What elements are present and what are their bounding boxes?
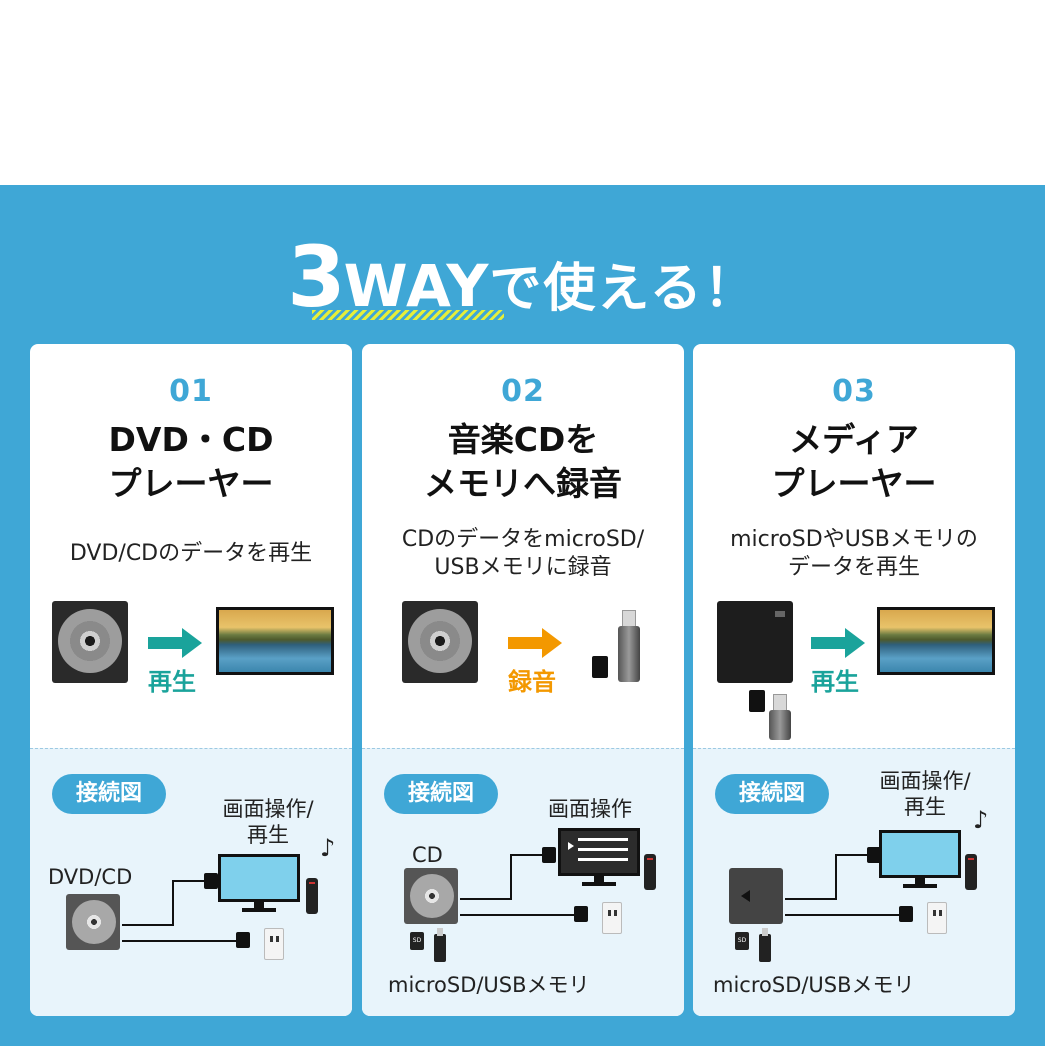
microsd-card-icon	[592, 656, 608, 678]
top-whitespace	[0, 0, 1045, 185]
headline-rest: で使える！	[489, 259, 758, 319]
player-disc-icon	[402, 601, 478, 683]
player-disc-icon-small	[66, 894, 120, 950]
microsd-card-icon: SD	[410, 932, 424, 950]
microsd-card-icon: SD	[735, 932, 749, 950]
media-player-icon-small	[729, 868, 783, 924]
diagram-top-label: 画面操作/ 再生	[879, 769, 971, 819]
outlet-icon	[264, 928, 284, 960]
power-plug-icon	[236, 932, 250, 948]
card-title-line1: 音楽CDを	[447, 420, 599, 459]
diagram-left-label: DVD/CD	[48, 865, 133, 889]
music-note-icon: ♪	[320, 834, 336, 862]
headline-underline	[312, 310, 504, 320]
connection-diagram-badge: 接続図	[52, 774, 166, 814]
diagram-bottom-label: microSD/USBメモリ	[713, 973, 915, 997]
cable-line	[785, 898, 837, 900]
usb-stick-icon	[759, 928, 771, 962]
card-cd-to-memory: 02 音楽CDを メモリへ録音 CDのデータをmicroSD/ USBメモリに録…	[362, 344, 684, 1016]
hdmi-plug-icon	[542, 847, 556, 863]
diagram-left-label: CD	[412, 843, 443, 867]
card-title-line2: プレーヤー	[108, 464, 274, 503]
cable-line	[460, 914, 580, 916]
card-description-line1: CDのデータをmicroSD/	[401, 527, 645, 552]
card-description: microSDやUSBメモリの データを再生	[693, 526, 1015, 582]
player-disc-icon-small	[404, 868, 458, 924]
hdmi-plug-icon	[867, 847, 881, 863]
power-plug-icon	[574, 906, 588, 922]
card-title: DVD・CD プレーヤー	[30, 418, 352, 506]
remote-icon	[965, 854, 977, 890]
card-title: 音楽CDを メモリへ録音	[362, 418, 684, 506]
outlet-icon	[927, 902, 947, 934]
headline-number: 3	[287, 228, 345, 326]
power-plug-icon	[899, 906, 913, 922]
usb-stick-icon	[769, 694, 791, 740]
connection-diagram-badge: 接続図	[384, 774, 498, 814]
card-description-line2: USBメモリに録音	[434, 555, 612, 580]
cable-line	[122, 924, 174, 926]
player-disc-icon	[52, 601, 128, 683]
cable-line	[172, 880, 174, 926]
monitor-menu-icon	[558, 828, 640, 886]
card-media-player: 03 メディア プレーヤー microSDやUSBメモリの データを再生 再生 …	[693, 344, 1015, 1016]
card-dvd-cd-player: 01 DVD・CD プレーヤー DVD/CDのデータを再生 再生 接続図 画面操…	[30, 344, 352, 1016]
card-title-line1: メディア	[789, 420, 919, 459]
diagram-bottom-label: microSD/USBメモリ	[388, 973, 590, 997]
card-title-line1: DVD・CD	[108, 420, 274, 459]
card-number: 01	[169, 374, 213, 409]
headline-way: WAY	[343, 252, 490, 320]
card-description: DVD/CDのデータを再生	[30, 540, 352, 568]
monitor-icon	[879, 830, 961, 888]
card-description: CDのデータをmicroSD/ USBメモリに録音	[362, 526, 684, 582]
card-description-line2: データを再生	[787, 555, 920, 580]
card-number: 02	[501, 374, 545, 409]
cable-line	[835, 854, 875, 856]
usb-stick-icon	[618, 610, 640, 682]
remote-icon	[644, 854, 656, 890]
card-number: 03	[832, 374, 876, 409]
cable-line	[510, 854, 512, 900]
cable-line	[785, 914, 905, 916]
cable-line	[835, 854, 837, 900]
diagram-top-label: 画面操作	[548, 797, 632, 821]
connection-diagram-badge: 接続図	[715, 774, 829, 814]
card-description-line1: microSDやUSBメモリの	[730, 527, 978, 552]
arrow-right-icon	[508, 628, 564, 658]
card-description-line1: DVD/CDのデータを再生	[69, 541, 313, 566]
tv-landscape-image	[877, 607, 995, 675]
arrow-right-icon	[148, 628, 204, 658]
cable-line	[172, 880, 212, 882]
arrow-label: 録音	[508, 668, 556, 696]
card-title-line2: プレーヤー	[771, 464, 937, 503]
outlet-icon	[602, 902, 622, 934]
cable-line	[122, 940, 242, 942]
card-title: メディア プレーヤー	[693, 418, 1015, 506]
tv-landscape-image	[216, 607, 334, 675]
diagram-top-label: 画面操作/ 再生	[222, 797, 314, 847]
media-player-icon	[717, 601, 793, 683]
arrow-right-icon	[811, 628, 867, 658]
cable-line	[510, 854, 550, 856]
music-note-icon: ♪	[973, 806, 989, 834]
hdmi-plug-icon	[204, 873, 218, 889]
card-title-line2: メモリへ録音	[424, 464, 622, 503]
microsd-card-icon	[749, 690, 765, 712]
arrow-label: 再生	[811, 668, 859, 696]
usb-stick-icon	[434, 928, 446, 962]
remote-icon	[306, 878, 318, 914]
cable-line	[460, 898, 512, 900]
headline: 3WAYで使える！	[0, 228, 1045, 326]
monitor-icon	[218, 854, 300, 912]
arrow-label: 再生	[148, 668, 196, 696]
